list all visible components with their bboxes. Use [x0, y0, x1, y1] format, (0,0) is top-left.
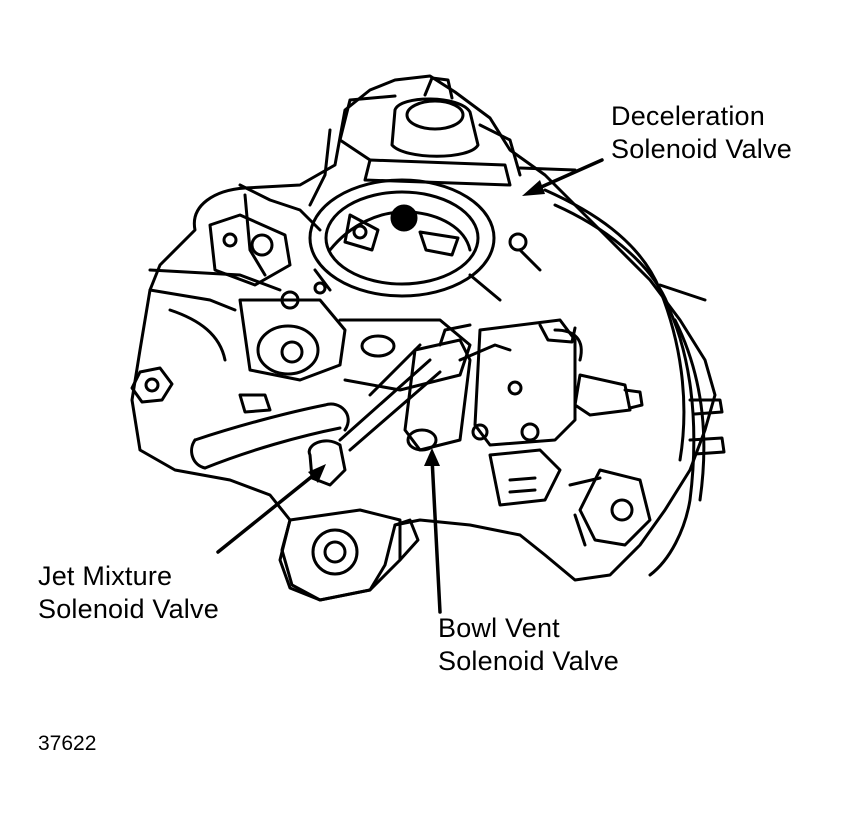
deceleration-arrowhead — [522, 180, 545, 196]
deceleration-solenoid-valve-label: Deceleration Solenoid Valve — [611, 100, 792, 166]
bowl-vent-leader-line — [430, 456, 442, 614]
center-bolt — [390, 204, 418, 232]
fuel-line — [543, 188, 686, 462]
label-line: Bowl Vent — [438, 613, 560, 643]
deceleration-solenoid — [573, 373, 632, 417]
label-line: Solenoid Valve — [438, 646, 619, 676]
jet-mixture-arrowhead — [308, 464, 326, 483]
label-line: Jet Mixture — [38, 561, 173, 591]
label-line: Deceleration — [611, 101, 765, 131]
throttle-linkage — [208, 213, 292, 287]
jet-mixture-leader-line — [216, 468, 322, 554]
jet-mixture-solenoid-valve-label: Jet Mixture Solenoid Valve — [38, 560, 219, 626]
choke-housing — [390, 97, 480, 158]
bowl-vent-arrowhead — [424, 448, 440, 466]
label-line: Solenoid Valve — [611, 134, 792, 164]
bowl-vent-solenoid — [403, 338, 472, 452]
figure-number: 37622 — [38, 732, 97, 755]
mounting-flange — [280, 508, 402, 602]
vacuum-hose — [193, 403, 327, 442]
air-horn-inner-ring — [324, 190, 480, 286]
jet-mixture-solenoid — [307, 439, 347, 487]
mounting-bolt — [130, 366, 174, 404]
bowl-vent-solenoid-valve-label: Bowl Vent Solenoid Valve — [438, 612, 619, 678]
label-line: Solenoid Valve — [38, 594, 219, 624]
